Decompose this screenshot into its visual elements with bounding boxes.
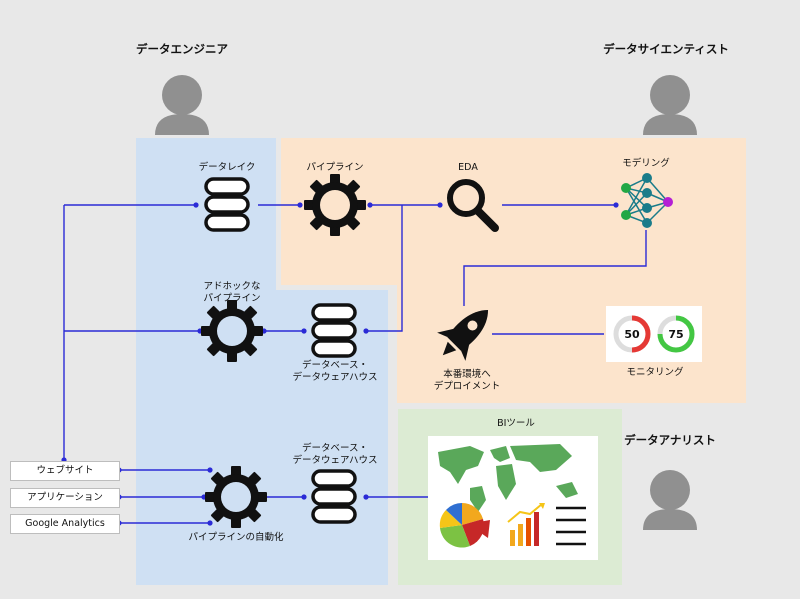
world-map-icon xyxy=(438,444,578,512)
data-engineer-person-icon xyxy=(155,75,209,135)
deploy-label: 本番環境へ デプロイメント xyxy=(430,369,504,393)
database-warehouse-2-label-line2: データウェアハウス xyxy=(292,455,378,466)
data-scientist-person-icon xyxy=(643,75,697,135)
eda-label: EDA xyxy=(458,162,478,173)
role-label-data-scientist: データサイエンティスト xyxy=(603,42,729,56)
database-warehouse-2-label: データベース・ データウェアハウス xyxy=(290,443,380,467)
database-warehouse-label-line1: データベース・ xyxy=(301,360,369,371)
gauge-75-value: 75 xyxy=(668,328,683,341)
deploy-label-line1: 本番環境へ xyxy=(443,369,491,380)
pipeline-label: パイプライン xyxy=(306,162,364,173)
adhoc-pipeline-label: アドホックな パイプライン xyxy=(200,281,264,305)
adhoc-pipeline-label-line2: パイプライン xyxy=(203,293,261,304)
database-warehouse-2-icon xyxy=(311,469,357,524)
monitoring-card xyxy=(606,306,702,362)
role-label-data-engineer: データエンジニア xyxy=(136,42,228,56)
pipeline-automation-gear-icon xyxy=(205,466,267,528)
pipeline-gear-icon xyxy=(304,174,366,236)
deploy-label-line2: デプロイメント xyxy=(433,381,501,392)
adhoc-pipeline-label-line1: アドホックな xyxy=(203,281,261,292)
database-warehouse-label: データベース・ データウェアハウス xyxy=(290,360,380,384)
gauge-50: 50 xyxy=(613,315,651,353)
source-website: ウェブサイト xyxy=(10,461,120,481)
adhoc-pipeline-gear-icon xyxy=(201,300,263,362)
bar-chart-icon xyxy=(507,503,545,546)
modeling-label: モデリング xyxy=(622,158,670,169)
data-lake-database-icon xyxy=(204,177,250,232)
database-warehouse-icon xyxy=(311,303,357,358)
connector-lines xyxy=(63,204,647,524)
deploy-rocket-icon xyxy=(437,309,489,361)
database-warehouse-2-label-line1: データベース・ xyxy=(301,443,369,454)
data-lake-label: データレイク xyxy=(198,162,256,173)
eda-magnifier-icon xyxy=(447,179,499,232)
data-analyst-person-icon xyxy=(643,470,697,530)
role-label-data-analyst: データアナリスト xyxy=(624,433,716,447)
gauge-50-value: 50 xyxy=(624,328,640,341)
gauge-75: 75 xyxy=(657,315,695,353)
source-google-analytics: Google Analytics xyxy=(10,514,120,534)
pie-chart-icon xyxy=(439,503,490,548)
list-lines-icon xyxy=(556,506,586,546)
database-warehouse-label-line2: データウェアハウス xyxy=(292,372,378,383)
modeling-neural-network-icon xyxy=(621,173,673,228)
pipeline-automation-label: パイプラインの自動化 xyxy=(188,532,284,543)
bi-tool-label: BIツール xyxy=(497,418,535,429)
monitoring-label: モニタリング xyxy=(626,367,684,378)
source-application: アプリケーション xyxy=(10,488,120,508)
